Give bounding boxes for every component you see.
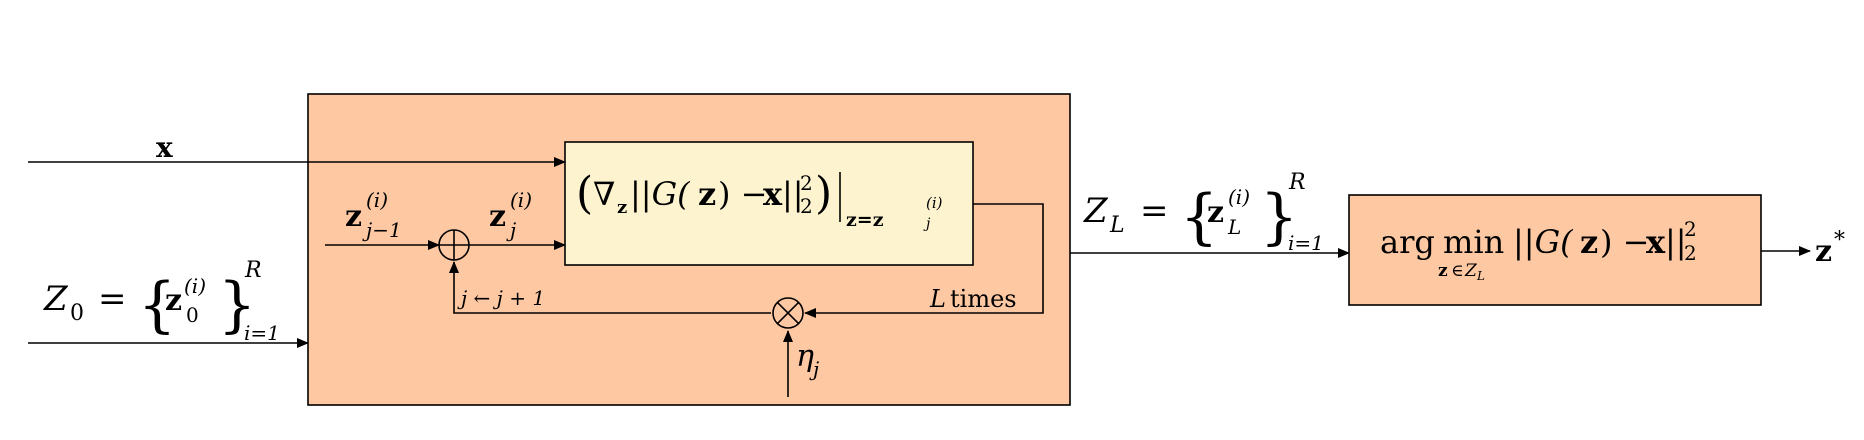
zl-set-label: Z L = { z (i) L } R i=1 — [1083, 170, 1324, 255]
svg-text:=: = — [98, 279, 127, 319]
svg-text:x: x — [763, 175, 783, 213]
svg-text:(i): (i) — [926, 194, 943, 212]
svg-text:z: z — [698, 175, 716, 213]
svg-text:||: || — [782, 175, 804, 213]
svg-text:||G(: ||G( — [630, 175, 691, 213]
svg-text:R: R — [1288, 170, 1306, 195]
gradient-expression: ( ∇ z ||G( z ) − x || 2 2 ) z=z j (i) — [576, 168, 943, 232]
sum-node — [438, 229, 470, 261]
gradient-box — [564, 141, 974, 266]
svg-text:z: z — [1815, 234, 1832, 269]
loop-count-label: L times — [929, 285, 1017, 313]
x-input-label: x — [156, 131, 173, 164]
svg-text:||: || — [1665, 223, 1687, 261]
update-line — [449, 261, 771, 314]
svg-text:) −: ) − — [1600, 223, 1649, 261]
svg-text:(i): (i) — [1228, 185, 1250, 209]
svg-text:) −: ) − — [718, 175, 767, 213]
svg-text:z=z: z=z — [846, 209, 884, 231]
svg-text:L: L — [1109, 213, 1125, 238]
svg-text:Z: Z — [43, 279, 69, 319]
svg-text:x: x — [1646, 223, 1666, 261]
svg-text:{: { — [138, 270, 176, 340]
eta-label: η j — [796, 339, 819, 381]
svg-text:arg: arg — [1380, 223, 1435, 261]
output-label: z * — [1815, 228, 1845, 269]
svg-text:{: { — [1180, 182, 1218, 252]
svg-text:z: z — [1438, 261, 1448, 281]
svg-text:L: L — [1227, 215, 1241, 239]
svg-text:2: 2 — [800, 171, 813, 195]
svg-text:0: 0 — [70, 301, 84, 326]
svg-text:Z: Z — [1464, 261, 1478, 281]
svg-text:j−1: j−1 — [362, 218, 402, 242]
svg-text:*: * — [1834, 228, 1845, 253]
z-prev-label: z (i) j−1 — [345, 188, 402, 242]
svg-text:i=1: i=1 — [244, 321, 280, 345]
svg-text:0: 0 — [186, 303, 199, 327]
svg-text:z: z — [617, 197, 627, 218]
svg-text:=: = — [1140, 191, 1169, 231]
svg-text:2: 2 — [1684, 217, 1697, 241]
svg-text:i=1: i=1 — [1288, 231, 1324, 255]
svg-text:∇: ∇ — [593, 175, 615, 213]
svg-text:}: } — [1260, 182, 1298, 252]
svg-text:∈: ∈ — [1451, 261, 1464, 281]
svg-text:j: j — [923, 216, 931, 232]
svg-text:L: L — [1476, 269, 1485, 283]
svg-text:z: z — [1580, 223, 1598, 261]
argmin-expression: arg min z ∈ Z L ||G( z ) − x || 2 2 — [1380, 217, 1697, 283]
z0-set-label: Z 0 = { z (i) 0 } R i=1 — [43, 258, 280, 345]
svg-text:R: R — [244, 258, 262, 283]
svg-text:2: 2 — [1684, 241, 1697, 265]
svg-text:η: η — [796, 339, 814, 374]
svg-text:j: j — [506, 218, 516, 242]
svg-text:2: 2 — [800, 194, 813, 218]
svg-text:z: z — [1207, 195, 1224, 230]
svg-text:): ) — [815, 168, 832, 219]
counter-label: j ← j + 1 — [457, 286, 545, 310]
svg-text:L: L — [929, 285, 946, 313]
z-curr-label: z (i) j — [489, 188, 532, 242]
svg-text:(: ( — [576, 168, 593, 219]
svg-text:(i): (i) — [184, 274, 206, 298]
svg-text:times: times — [950, 285, 1017, 313]
svg-text:(i): (i) — [510, 188, 532, 212]
svg-text:||G(: ||G( — [1513, 223, 1574, 261]
svg-text:(i): (i) — [366, 188, 388, 212]
svg-text:z: z — [489, 199, 506, 234]
svg-text:Z: Z — [1083, 191, 1109, 231]
argmin-box — [1348, 194, 1762, 306]
svg-text:z: z — [345, 199, 362, 234]
svg-text:z: z — [165, 283, 182, 318]
svg-text:min: min — [1443, 223, 1504, 261]
product-node — [772, 297, 804, 329]
svg-text:}: } — [218, 270, 256, 340]
loop-feedback-line — [804, 203, 1044, 318]
svg-text:j: j — [809, 357, 819, 381]
